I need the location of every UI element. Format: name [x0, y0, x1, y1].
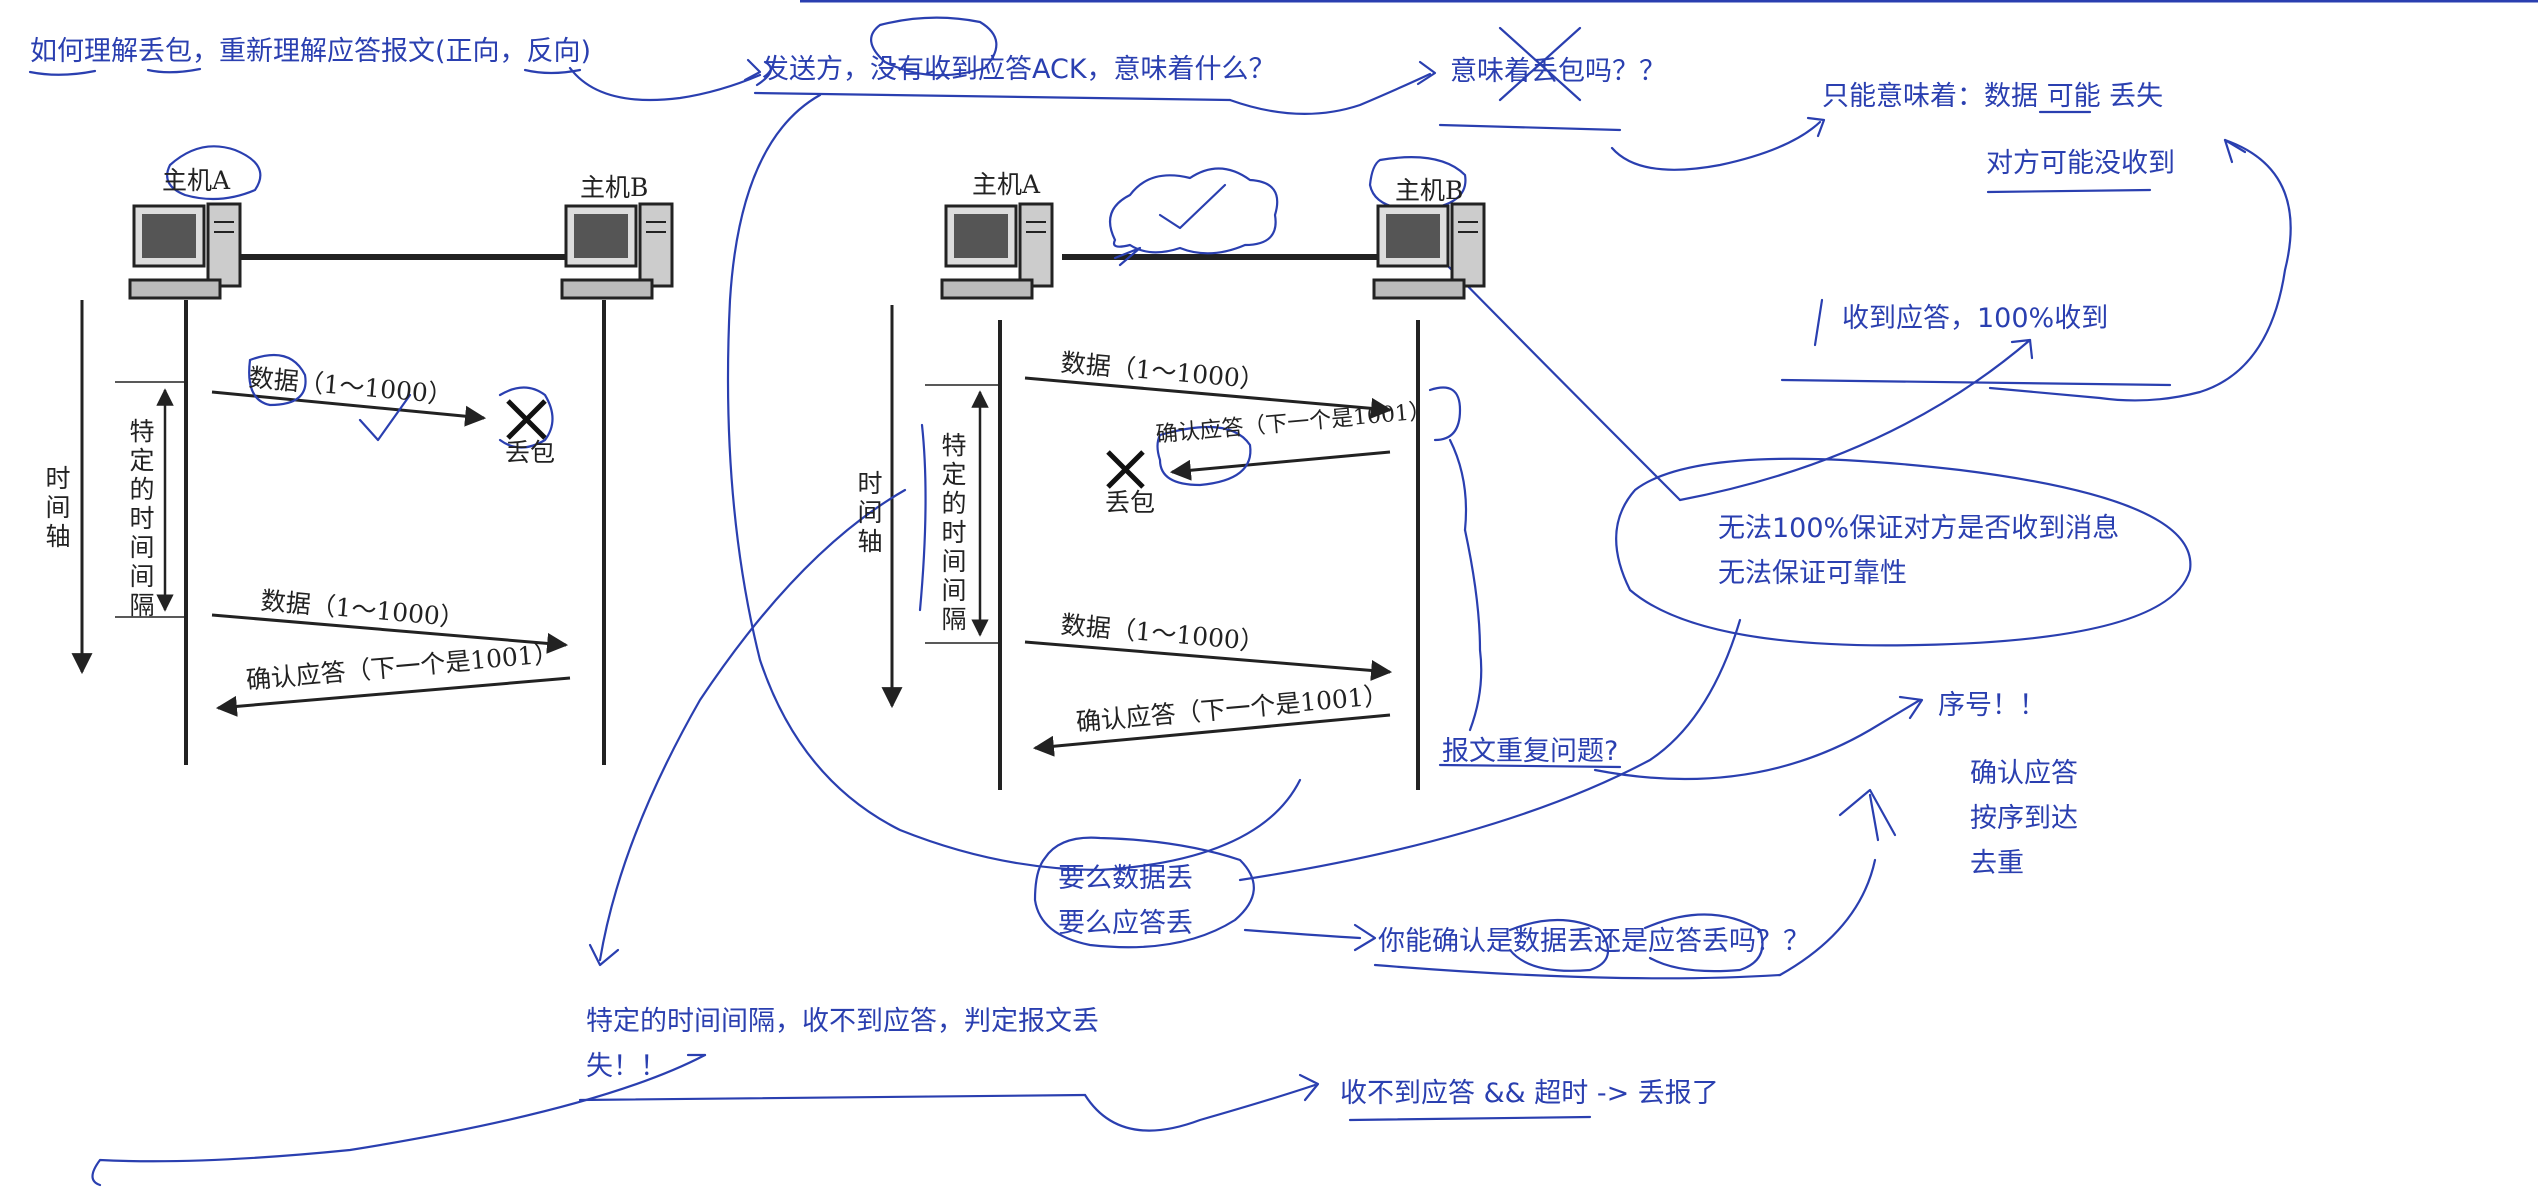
- sender-question-note: 发送方，没有收到应答ACK，意味着什么？: [762, 54, 1276, 85]
- computer-icon: [128, 202, 242, 300]
- data-arrow-1: [211, 390, 487, 427]
- computer-icon: [940, 202, 1054, 300]
- title-note: 如何理解丢包，重新理解应答报文(正向，反向): [30, 36, 592, 67]
- host-b-label: 主机B: [580, 173, 649, 202]
- data-arrow-1: [1024, 376, 1393, 419]
- ack-arrow: [1032, 713, 1391, 757]
- cross-icon: [506, 399, 547, 440]
- lost-label: 丢包: [505, 438, 556, 467]
- dup-question-note: 报文重复问题?: [1442, 736, 1619, 767]
- host-b-label: 主机B: [1395, 176, 1464, 205]
- loss-question-note: 意味着丢包吗？？: [1450, 56, 1666, 87]
- either-note-2: 要么应答丢: [1058, 908, 1193, 939]
- interval-label: 特定的时间间隔: [938, 432, 967, 635]
- only-means-note: 只能意味着：数据 可能 丢失: [1822, 81, 2164, 112]
- lost-label: 丢包: [1105, 488, 1156, 517]
- interval-label: 特定的时间间隔: [126, 418, 155, 621]
- ack-arrow-lost: [1169, 450, 1391, 481]
- left-sequence-diagram: [71, 254, 606, 765]
- peer-maybe-note: 对方可能没收到: [1986, 148, 2175, 179]
- either-note-1: 要么数据丢: [1058, 863, 1193, 894]
- seq-use-note-1: 确认应答: [1970, 758, 2078, 789]
- seq-note: 序号！！: [1938, 690, 2046, 721]
- no-guarantee-note-1: 无法100%保证对方是否收到消息: [1718, 513, 2120, 544]
- handwritten-ink: [28, 16, 2292, 1187]
- time-axis-label: 时间轴: [42, 465, 71, 552]
- data-arrow-2: [211, 613, 569, 654]
- got-ack-note: 收到应答，100%收到: [1842, 303, 2109, 334]
- no-guarantee-note-2: 无法保证可靠性: [1718, 558, 1907, 589]
- timeout-note-1: 特定的时间间隔，收不到应答，判定报文丢: [586, 1006, 1099, 1037]
- computer-icon: [560, 202, 674, 300]
- data-arrow-2: [1024, 640, 1393, 681]
- computer-icon: [1372, 202, 1486, 300]
- seq-use-note-2: 按序到达: [1970, 803, 2078, 834]
- ack-arrow: [215, 676, 571, 717]
- conclusion-note: 收不到应答 && 超时 -> 丢报了: [1340, 1078, 1719, 1109]
- timeout-note-2: 失！！: [586, 1051, 667, 1082]
- cross-icon: [1106, 450, 1145, 489]
- cloud-check-icon: [1108, 167, 1279, 267]
- time-axis-label: 时间轴: [854, 470, 883, 557]
- host-a-label: 主机A: [972, 170, 1041, 199]
- which-lost-note: 你能确认是数据丢还是应答丢吗？？: [1378, 926, 1810, 957]
- host-a-label: 主机A: [162, 166, 231, 195]
- seq-use-note-3: 去重: [1970, 848, 2024, 879]
